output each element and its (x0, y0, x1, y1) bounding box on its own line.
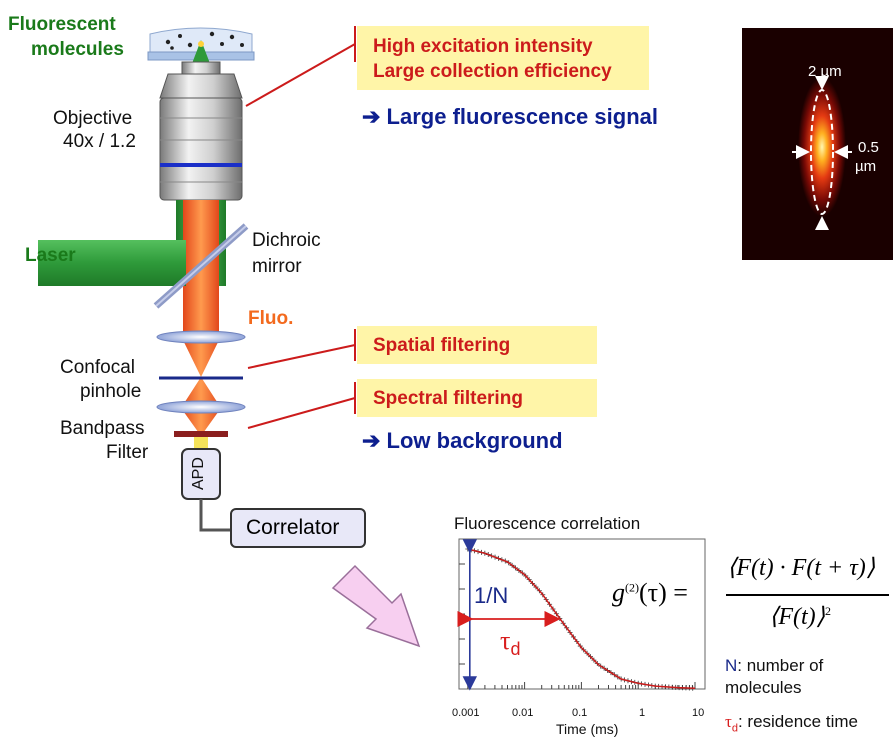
formula-denominator-sup: 2 (825, 604, 832, 618)
legend-n-line2: molecules (725, 678, 802, 697)
label-pinhole: pinhole (80, 381, 142, 402)
apd-window (194, 437, 208, 449)
formula-numerator: ⟨F(t) · F(t + τ)⟩ (727, 555, 876, 581)
label-fluo: Fluo. (248, 308, 294, 329)
label-mirror: mirror (252, 256, 302, 277)
x-tick-label-2: 0.1 (572, 707, 588, 719)
callout-spectral-text: Spectral filtering (373, 388, 523, 409)
formula-lhs: g(2)(τ) = (612, 578, 688, 608)
callout-signal: ➔ Large fluorescence signal (362, 104, 658, 129)
x-tick-label-0: 0.001 (452, 707, 480, 719)
legend-tau-text: : residence time (737, 712, 858, 731)
laser-beam-horizontal (38, 240, 186, 286)
formula-arg: (τ) = (639, 578, 688, 607)
label-filter: Filter (106, 442, 149, 463)
label-molecules: molecules (31, 39, 124, 60)
legend-n-symbol: N (725, 656, 738, 675)
callout-line-objective (245, 43, 356, 107)
plot-y-ticks (459, 563, 465, 665)
focus-overlay (792, 76, 852, 230)
formula-denominator-text: ⟨F(t)⟩ (769, 604, 826, 630)
lens-1 (156, 330, 246, 344)
callout-excitation-line1: High excitation intensity (373, 36, 593, 57)
focus-volume-image: 2 µm 0.5 µm (742, 28, 893, 260)
objective-tip (159, 73, 243, 99)
focal-spot (198, 41, 204, 47)
plot-x-minor-ticks (467, 682, 696, 689)
focus-width-label-2: µm (855, 158, 877, 175)
lens-2 (156, 400, 246, 414)
fit-curve (467, 548, 696, 690)
focus-width-label-1: 0.5 (858, 139, 879, 156)
correlator-box: Correlator (230, 508, 366, 548)
callout-line-pinhole (247, 344, 356, 369)
correlation-plot (457, 538, 706, 691)
callout-spatial: Spatial filtering (357, 326, 597, 364)
apd-cable (199, 499, 232, 532)
amplitude-label: 1/N (474, 583, 509, 608)
objective-ring (160, 163, 242, 167)
legend-tau: τd: residence time (725, 712, 858, 734)
focus-height-label: 2 µm (808, 63, 842, 80)
pink-arrow (331, 564, 421, 648)
label-objective-spec: 40x / 1.2 (63, 131, 136, 152)
objective-body (159, 97, 243, 201)
legend-tau-symbol: τ (725, 712, 732, 731)
tau-d-subscript: d (510, 639, 521, 660)
tau-d-symbol: τ (500, 626, 511, 655)
molecules-dots (165, 31, 244, 50)
label-confocal: Confocal (60, 357, 135, 378)
label-fluorescent: Fluorescent (8, 14, 116, 35)
x-tick-label-4: 10 (692, 707, 705, 719)
formula-fraction-bar (726, 594, 889, 596)
plot-title: Fluorescence correlation (454, 514, 641, 533)
callout-spectral: Spectral filtering (357, 379, 597, 417)
tau-d-label: τd (500, 626, 520, 660)
plot-frame (458, 538, 706, 690)
callout-line-filter (247, 397, 356, 429)
label-apd: APD (190, 457, 207, 490)
x-tick-label-1: 0.01 (512, 707, 534, 719)
formula-g-sup: (2) (625, 580, 639, 595)
label-objective: Objective (53, 108, 133, 129)
legend-n-text: : number of (737, 656, 824, 675)
callout-spatial-text: Spatial filtering (373, 335, 511, 356)
label-dichroic: Dichroic (252, 230, 321, 251)
callout-excitation: High excitation intensity Large collecti… (357, 26, 649, 90)
bandpass-filter (174, 431, 228, 437)
legend-tau-sub: d (731, 722, 738, 735)
callout-excitation-line2: Large collection efficiency (373, 61, 612, 82)
x-tick-label-3: 1 (639, 707, 646, 719)
formula-g: g (612, 578, 625, 607)
label-laser: Laser (25, 245, 76, 266)
legend-n-line1: N: number of (725, 656, 823, 676)
label-bandpass: Bandpass (60, 418, 145, 439)
x-axis-label: Time (ms) (556, 721, 619, 737)
focus-outline (810, 89, 834, 215)
formula-denominator: ⟨F(t)⟩2 (769, 602, 831, 631)
callout-background: ➔ Low background (362, 428, 563, 453)
correlator-label: Correlator (246, 516, 340, 539)
